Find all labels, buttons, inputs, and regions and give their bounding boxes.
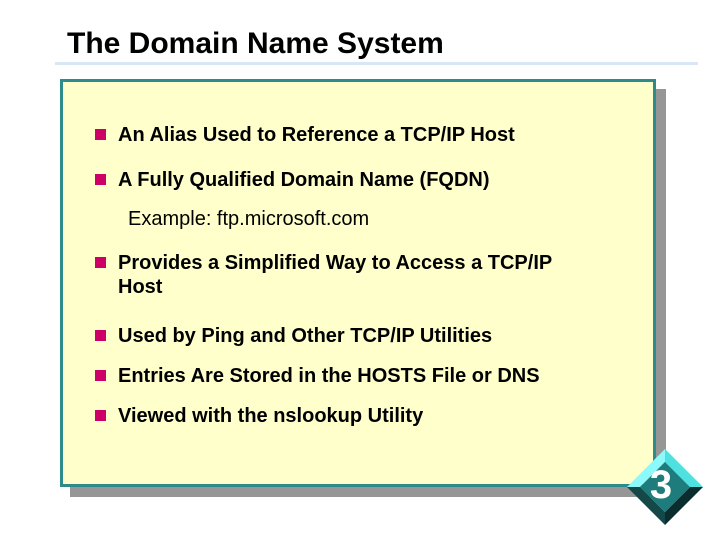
bullet-square-icon [95,370,106,381]
diamond-center-face [640,462,690,512]
bullet-item: An Alias Used to Reference a TCP/IP Host [95,123,625,147]
bullet-item: A Fully Qualified Domain Name (FQDN) [95,168,625,192]
title-underline [55,62,698,65]
page-number-badge: 3 [627,449,703,525]
bullet-square-icon [95,330,106,341]
bullet-square-icon [95,174,106,185]
bullet-text: Viewed with the nslookup Utility [118,405,424,427]
bullet-text: An Alias Used to Reference a TCP/IP Host [118,124,515,146]
bullet-item: Viewed with the nslookup Utility [95,404,625,428]
bullet-text: Example: ftp.microsoft.com [128,208,370,230]
bullet-item: Used by Ping and Other TCP/IP Utilities [95,324,625,348]
sub-item: Example: ftp.microsoft.com [95,207,625,231]
diamond-bevel-bottom-left-face [627,487,665,525]
diamond-bevel-top-right-face [665,449,703,487]
bullet-list: An Alias Used to Reference a TCP/IP Host… [95,123,625,428]
bullet-square-icon [95,410,106,421]
bullet-square-icon [95,257,106,268]
diamond-bevel-top-left-face [627,449,665,487]
page-number: 3 [650,463,672,507]
diamond-bevel-bottom-right-face [665,487,703,525]
content-box: An Alias Used to Reference a TCP/IP Host… [60,79,656,487]
bullet-item: Entries Are Stored in the HOSTS File or … [95,364,625,388]
bullet-text: A Fully Qualified Domain Name (FQDN) [118,169,490,191]
bullet-item: Provides a Simplified Way to Access a TC… [95,251,625,299]
bullet-text: Entries Are Stored in the HOSTS File or … [118,365,540,387]
bullet-text: Provides a Simplified Way to Access a TC… [118,252,553,298]
slide-title: The Domain Name System [67,27,444,60]
bullet-square-icon [95,129,106,140]
bullet-text: Used by Ping and Other TCP/IP Utilities [118,325,493,347]
